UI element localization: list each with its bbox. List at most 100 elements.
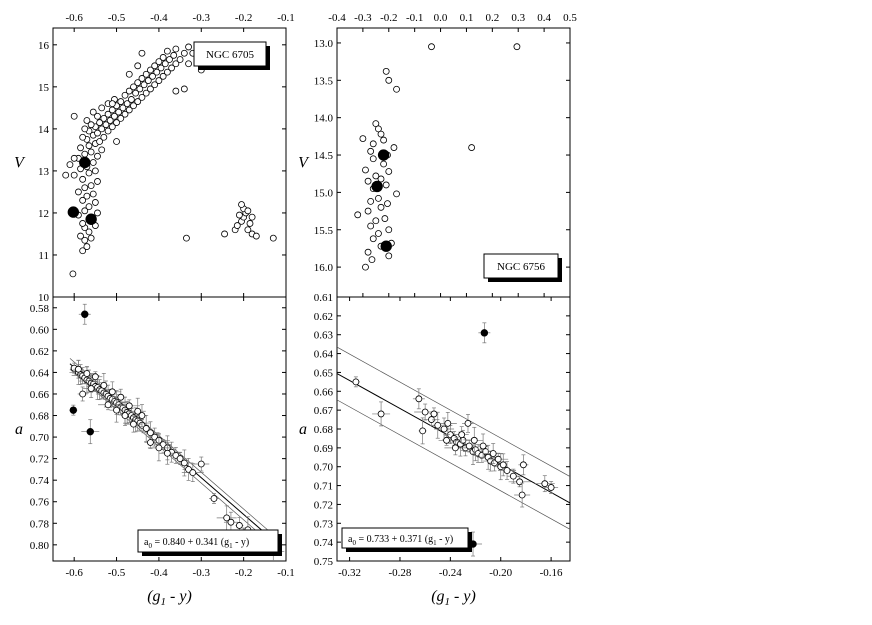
open-data-point: [210, 495, 218, 502]
open-data-point: [127, 96, 135, 103]
y-tick-label: 0.75: [314, 556, 334, 568]
open-data-point: [375, 125, 382, 133]
open-data-point: [380, 160, 388, 168]
open-data-point: [77, 232, 84, 240]
open-data-point: [98, 146, 106, 154]
open-data-point: [96, 119, 103, 126]
filled-data-point: [377, 149, 390, 161]
open-data-point: [89, 190, 97, 198]
open-data-point: [111, 112, 118, 120]
y-tick-label: 0.73: [314, 518, 334, 530]
open-data-point: [180, 49, 188, 57]
open-data-point: [147, 85, 154, 93]
open-data-point: [375, 230, 382, 237]
open-data-point: [104, 110, 112, 118]
open-data-point: [385, 252, 393, 260]
x-tick-label: -0.1: [406, 12, 423, 24]
open-data-point: [372, 172, 380, 180]
open-data-point: [352, 378, 360, 386]
open-data-point: [134, 407, 142, 415]
y-tick-label: 0.78: [30, 518, 50, 530]
open-data-point: [233, 222, 241, 229]
open-data-point: [79, 247, 87, 255]
open-data-point: [163, 68, 171, 76]
x-axis-title-sub: 1: [161, 596, 167, 608]
open-data-point: [123, 100, 131, 108]
open-data-point: [377, 175, 385, 183]
y-axis-title: V: [298, 155, 310, 172]
x-tick-label: -0.32: [338, 567, 361, 579]
x-tick-label: -0.24: [439, 567, 462, 579]
eq-sub: 0: [352, 539, 356, 547]
open-data-point: [385, 226, 393, 234]
open-data-point: [91, 199, 99, 206]
open-data-point: [121, 110, 129, 118]
open-data-point: [227, 518, 235, 526]
open-data-point: [83, 117, 91, 124]
open-data-point: [104, 401, 112, 409]
open-data-point: [79, 175, 87, 183]
chart-panel-p3: -0.6-0.5-0.4-0.3-0.2-0.10.580.600.620.64…: [15, 296, 295, 608]
y-tick-label: 0.71: [314, 481, 333, 493]
open-data-point: [221, 230, 228, 238]
open-data-point: [197, 460, 205, 468]
eq-part: - y): [233, 537, 250, 548]
open-data-point: [66, 161, 74, 169]
y-tick-label: 16.0: [314, 262, 334, 274]
open-data-point: [161, 60, 169, 68]
open-data-point: [382, 67, 390, 75]
open-data-point: [91, 373, 99, 381]
x-tick-label: 0.4: [537, 12, 551, 24]
open-data-point: [100, 133, 108, 141]
open-data-point: [235, 522, 243, 529]
open-data-point: [117, 98, 125, 105]
open-data-point: [94, 112, 101, 120]
open-data-point: [362, 166, 369, 174]
open-data-point: [77, 144, 84, 152]
open-data-point: [482, 448, 490, 456]
open-data-point: [138, 93, 146, 101]
y-tick-label: 0.66: [314, 386, 334, 398]
open-data-point: [367, 197, 375, 205]
x-tick-label: 0.1: [460, 12, 474, 24]
open-data-point: [151, 62, 159, 70]
open-data-point: [516, 478, 524, 486]
y-tick-label: 0.70: [314, 462, 334, 474]
open-data-point: [238, 201, 245, 208]
open-data-point: [163, 449, 171, 457]
y-tick-label: 0.60: [30, 324, 50, 336]
y-tick-label: 0.68: [30, 411, 50, 423]
open-data-point: [149, 72, 156, 80]
open-data-point: [541, 480, 549, 488]
open-data-point: [98, 125, 106, 133]
open-data-point: [79, 220, 87, 227]
open-data-point: [520, 461, 527, 469]
open-data-point: [183, 234, 190, 242]
equation-box: [137, 529, 279, 553]
open-data-point: [100, 114, 108, 122]
y-tick-label: 0.68: [314, 424, 334, 436]
eq-part: - y): [437, 534, 454, 545]
cluster-name-label: NGC 6705: [206, 49, 254, 61]
open-data-point: [132, 89, 140, 97]
open-data-point: [159, 54, 167, 61]
cluster-name-label: NGC 6756: [497, 261, 545, 273]
x-tick-label: -0.3: [193, 12, 211, 24]
open-data-point: [70, 112, 78, 120]
open-data-point: [428, 43, 435, 51]
y-tick-label: 15: [38, 82, 50, 94]
y-tick-label: 0.64: [30, 367, 50, 379]
open-data-point: [443, 436, 450, 444]
open-data-point: [172, 87, 180, 95]
open-data-point: [180, 459, 188, 467]
open-data-point: [87, 182, 95, 190]
open-data-point: [108, 100, 116, 108]
open-data-point: [138, 412, 146, 419]
open-data-point: [85, 169, 93, 177]
open-data-point: [85, 142, 93, 150]
open-data-point: [130, 102, 137, 110]
open-data-point: [185, 43, 192, 51]
open-data-point: [108, 123, 116, 131]
